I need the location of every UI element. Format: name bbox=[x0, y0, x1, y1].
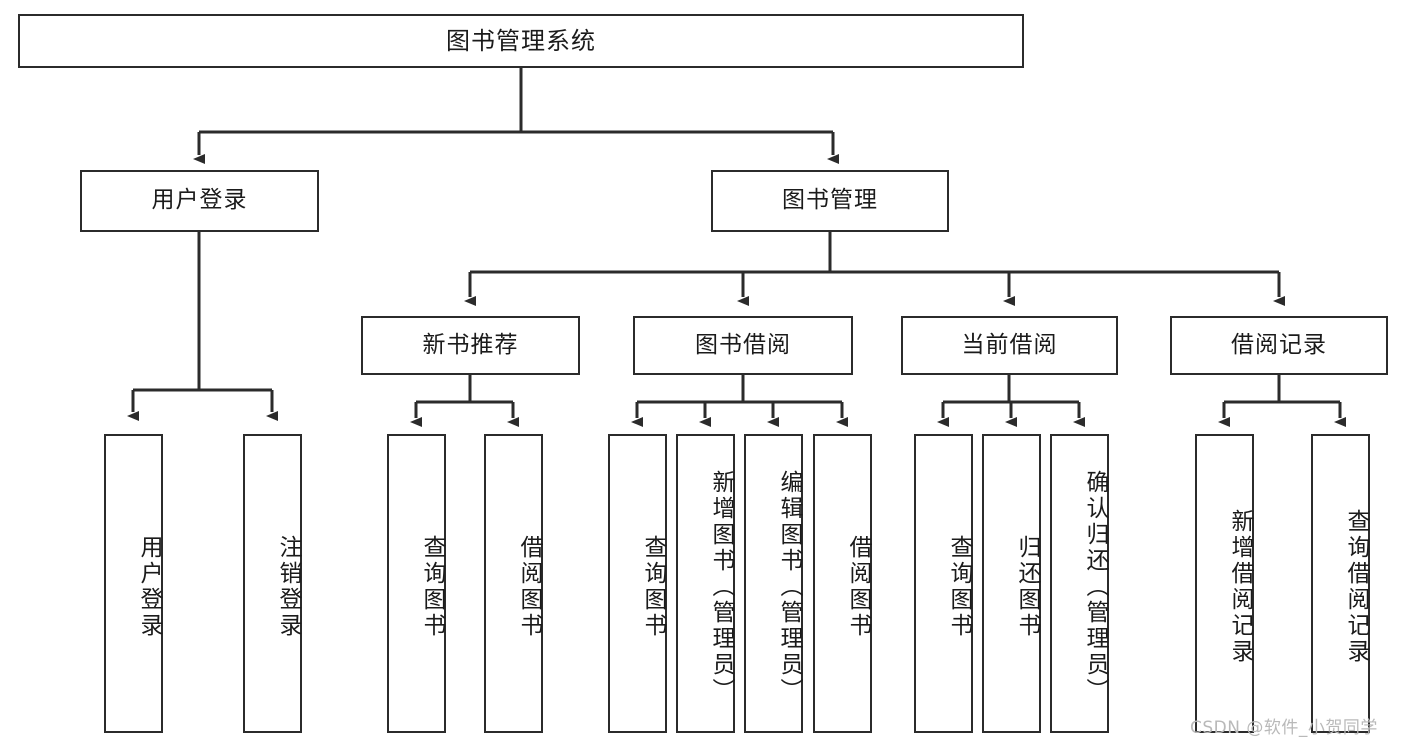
leaf-query-book-current[interactable]: 查询图书 bbox=[914, 434, 973, 733]
leaf-edit-book-admin[interactable]: 编辑图书（管理员） bbox=[744, 434, 803, 733]
node-user-login[interactable]: 用户登录 bbox=[80, 170, 319, 232]
leaf-add-borrow-record[interactable]: 新增借阅记录 bbox=[1195, 434, 1254, 733]
leaf-add-book-admin[interactable]: 新增图书（管理员） bbox=[676, 434, 735, 733]
leaf-query-book-borrow[interactable]: 查询图书 bbox=[608, 434, 667, 733]
leaf-return-book[interactable]: 归还图书 bbox=[982, 434, 1041, 733]
node-new-book-recommend[interactable]: 新书推荐 bbox=[361, 316, 580, 375]
node-root[interactable]: 图书管理系统 bbox=[18, 14, 1024, 68]
leaf-query-borrow-record[interactable]: 查询借阅记录 bbox=[1311, 434, 1370, 733]
leaf-query-book-new[interactable]: 查询图书 bbox=[387, 434, 446, 733]
leaf-borrow-book-new[interactable]: 借阅图书 bbox=[484, 434, 543, 733]
node-book-management[interactable]: 图书管理 bbox=[711, 170, 949, 232]
leaf-user-login[interactable]: 用户登录 bbox=[104, 434, 163, 733]
node-borrow-record[interactable]: 借阅记录 bbox=[1170, 316, 1388, 375]
leaf-confirm-return-admin[interactable]: 确认归还（管理员） bbox=[1050, 434, 1109, 733]
node-book-borrow[interactable]: 图书借阅 bbox=[633, 316, 853, 375]
leaf-borrow-book[interactable]: 借阅图书 bbox=[813, 434, 872, 733]
node-current-borrow[interactable]: 当前借阅 bbox=[901, 316, 1118, 375]
leaf-logout[interactable]: 注销登录 bbox=[243, 434, 302, 733]
watermark-text: CSDN @软件_小贺同学 bbox=[1190, 718, 1378, 738]
